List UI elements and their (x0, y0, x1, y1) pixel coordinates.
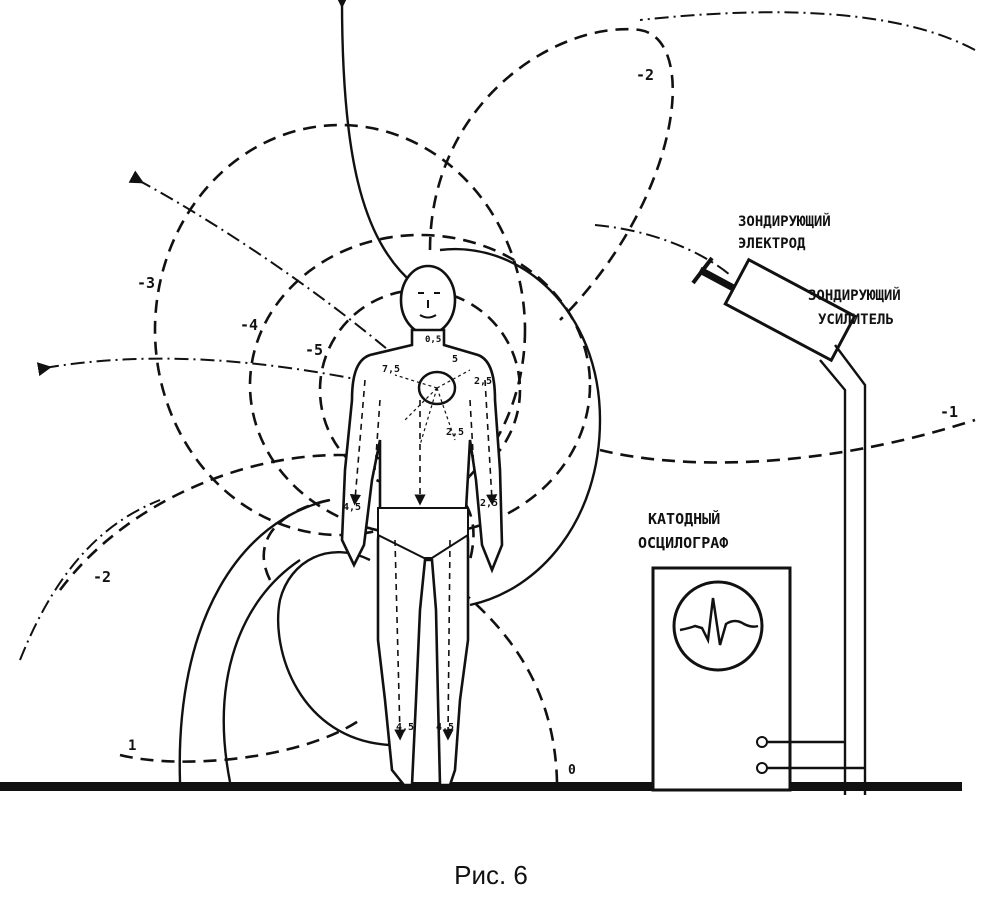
current-line-upper-left (128, 170, 401, 361)
label-minus-4: -4 (240, 316, 258, 334)
probe-cable-1 (819, 359, 847, 795)
terminal-bottom (756, 762, 768, 774)
current-line-top-entry (333, 0, 416, 286)
body-current-left-arm (349, 379, 366, 506)
label-zero: 0 (568, 763, 576, 778)
label-minus-2-top: -2 (636, 66, 654, 84)
value-lower-heart: 2,5 (446, 427, 464, 438)
field-arc-minus-1-right (599, 418, 976, 464)
figure-caption: Рис. 6 (454, 860, 528, 890)
label-probe-electrode-2: ЭЛЕКТРОД (738, 236, 806, 252)
value-right-leg: 4,5 (436, 722, 454, 733)
terminal-top (756, 736, 768, 748)
body-current-torso-right (469, 399, 475, 471)
ground-line (0, 782, 962, 791)
equipotential-values: 1 -2 -3 -4 -5 -2 -1 0 (93, 66, 958, 778)
probe-electrode-tip (691, 256, 714, 285)
current-line-left-loop-2 (222, 559, 301, 783)
value-neck: 0,5 (425, 335, 441, 345)
equipotential-lines (58, 27, 976, 783)
label-minus-3: -3 (137, 274, 155, 292)
value-chest-right: 2,5 (474, 376, 492, 387)
body-current-torso-left (374, 399, 381, 471)
value-heart: 5 (452, 354, 458, 365)
value-chest-left: 7,5 (382, 364, 400, 375)
value-left-arm: 4,5 (343, 502, 361, 513)
field-arc-left-low (262, 498, 331, 581)
label-minus-5: -5 (305, 341, 323, 359)
body-values: 0,5 7,5 2,5 5 2,5 4,5 2,5 4,5 4,5 (343, 335, 498, 733)
current-line-right-loop (439, 247, 602, 607)
human-figure (340, 264, 504, 787)
value-left-leg: 4,5 (396, 722, 414, 733)
ecg-trace (679, 597, 759, 646)
current-line-left (36, 357, 361, 381)
figure-face (418, 292, 440, 319)
solid-current-lines (178, 0, 602, 783)
figure-briefs (377, 507, 469, 559)
label-minus-1-right: -1 (940, 403, 958, 421)
field-arc-minus-1-left (119, 718, 361, 763)
field-arc-minus-2-top (428, 27, 675, 321)
current-line-lower-left (19, 499, 161, 661)
current-line-left-loop-3 (276, 550, 391, 747)
cathode-oscillograph (651, 566, 865, 792)
label-oscillograph-1: КАТОДНЫЙ (648, 509, 720, 528)
field-circle-mid (248, 233, 592, 537)
body-current-right-arm (484, 379, 498, 506)
label-probe-amplifier-1: ЗОНДИРУЮЩИЙ (808, 287, 901, 304)
label-minus-2-left: -2 (93, 568, 111, 586)
probe-assembly (691, 256, 867, 795)
field-circle-outer-left (153, 123, 527, 537)
current-lines (19, 11, 976, 661)
current-line-left-loop-1 (178, 498, 331, 783)
current-line-right (594, 224, 731, 276)
label-probe-electrode-1: ЗОНДИРУЮЩИЙ (738, 213, 831, 230)
heart (417, 370, 457, 406)
probe-cable-2 (834, 344, 867, 795)
label-oscillograph-2: ОСЦИЛОГРАФ (638, 534, 728, 552)
field-arc-lower-right (459, 589, 559, 783)
value-right-arm: 2,5 (480, 498, 498, 509)
label-probe-amplifier-2: УСИЛИТЕЛЬ (818, 312, 894, 328)
field-arc-minus-2-left (58, 453, 475, 591)
current-line-top-right (639, 11, 976, 51)
label-minus-1-left: 1 (128, 738, 136, 754)
probe-amplifier (723, 257, 857, 363)
device-labels: ЗОНДИРУЮЩИЙ ЭЛЕКТРОД ЗОНДИРУЮЩИЙ УСИЛИТЕ… (638, 213, 901, 552)
